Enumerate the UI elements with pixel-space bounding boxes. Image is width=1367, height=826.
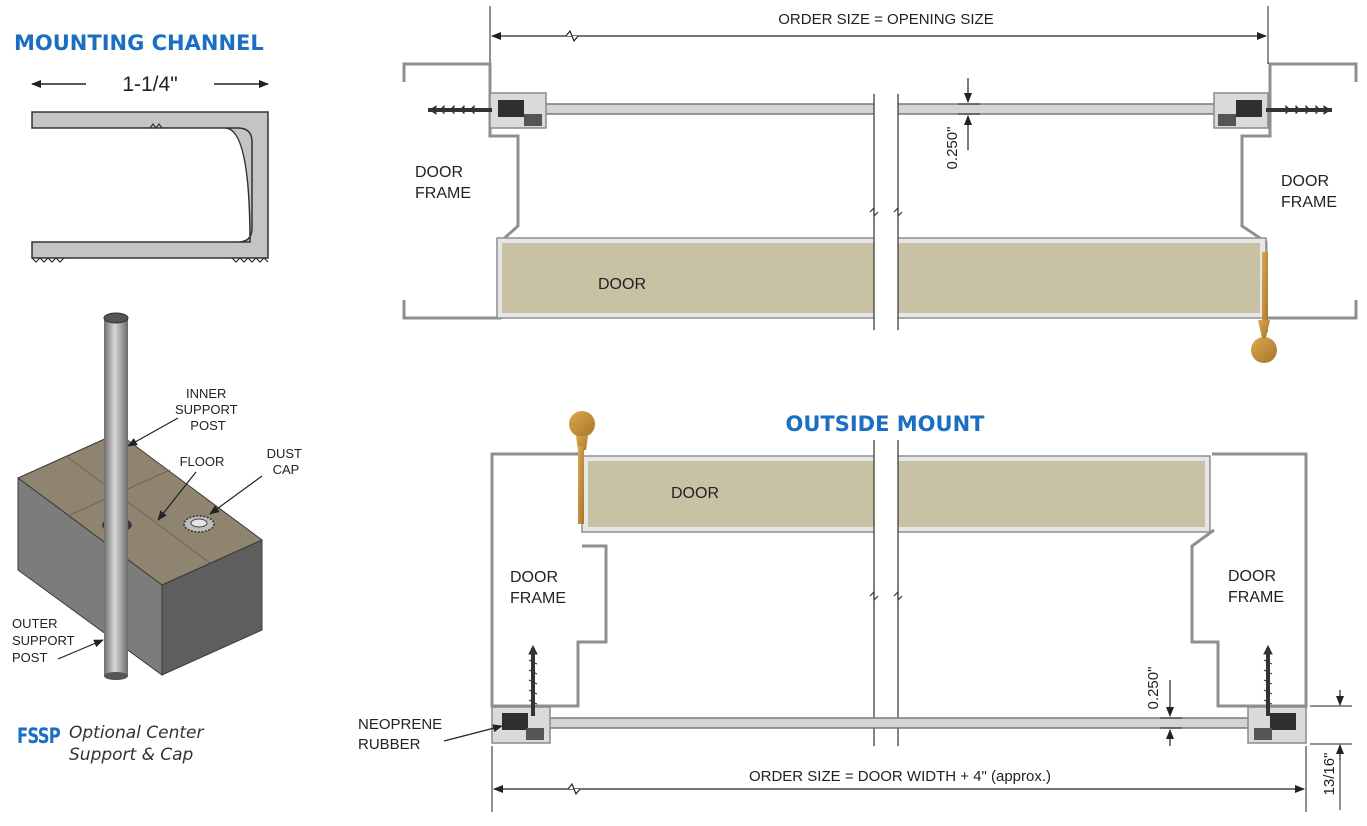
inside-right-frame-outline <box>1240 62 1358 320</box>
frame-label-line: FRAME <box>1281 194 1337 211</box>
outside-right-frame-label: DOOR FRAME <box>1228 568 1284 606</box>
outside-right-neoprene <box>1270 713 1296 730</box>
neoprene-leader <box>443 724 503 742</box>
inner-support-post <box>104 318 128 676</box>
inside-mount-diagram: ORDER SIZE = OPENING SIZE DOOR <box>402 6 1358 363</box>
outside-order-size-label: ORDER SIZE = DOOR WIDTH + 4" (approx.) <box>749 768 1051 785</box>
inside-right-frame-label: DOOR FRAME <box>1281 173 1337 211</box>
outside-left-frame-outline <box>490 452 608 708</box>
support-post-section: INNER SUPPORT POST FLOOR DUST CAP OUTER … <box>12 312 306 680</box>
outside-door-label: DOOR <box>671 485 719 502</box>
frame-label-line: DOOR <box>1281 173 1329 190</box>
outside-hinge-pin-icon <box>578 446 584 524</box>
outside-left-clip <box>526 728 544 740</box>
channel-serration-bottom <box>31 257 269 263</box>
mounting-channel-title: MOUNTING CHANNEL <box>14 31 264 55</box>
frame-label-line: FRAME <box>510 590 566 607</box>
outer-label-line: SUPPORT <box>12 633 75 648</box>
inside-hinge-pin-icon <box>1262 252 1268 332</box>
frame-label-line: DOOR <box>1228 568 1276 585</box>
inner-support-post-label: INNER SUPPORT POST <box>175 386 241 433</box>
outside-left-screw-icon <box>528 644 538 716</box>
fssp-caption-line: Support & Cap <box>69 745 194 765</box>
outside-left-frame-label: DOOR FRAME <box>510 569 566 607</box>
floor-leader <box>157 471 197 521</box>
outside-mount-diagram: OUTSIDE MOUNT DOOR <box>358 411 1352 812</box>
inside-left-frame-outline <box>402 62 520 320</box>
channel-serration-top <box>149 123 163 129</box>
fssp-caption-line: Optional Center <box>69 723 204 743</box>
dust-cap-leader <box>209 475 263 515</box>
outer-label-line: POST <box>12 650 47 665</box>
fssp-caption: FSSP Optional Center Support & Cap <box>17 722 247 772</box>
outside-hinge-knob-icon <box>569 411 595 437</box>
outside-threshold-bar <box>539 717 1261 729</box>
frame-label-line: DOOR <box>510 569 558 586</box>
inside-right-neoprene <box>1236 100 1262 117</box>
inside-left-neoprene <box>498 100 524 117</box>
outside-mount-title: OUTSIDE MOUNT <box>786 412 986 436</box>
fssp-code: FSSP <box>17 724 61 748</box>
inside-left-frame-label: DOOR FRAME <box>415 164 471 202</box>
outer-support-post-label: OUTER SUPPORT POST <box>12 616 78 665</box>
inside-left-clip <box>524 114 542 126</box>
neoprene-rubber-label: NEOPRENE RUBBER <box>358 716 446 753</box>
mounting-channel-profile <box>31 111 269 259</box>
inside-right-screw-icon <box>1266 104 1332 115</box>
dust-cap-label-line: DUST <box>267 446 302 461</box>
frame-label-line: FRAME <box>1228 589 1284 606</box>
outside-gap-label: 0.250" <box>1145 667 1162 710</box>
frame-label-line: FRAME <box>415 185 471 202</box>
channel-width-label: 1-1/4" <box>122 73 177 96</box>
inner-label-line: INNER <box>186 386 226 401</box>
break-mark <box>567 782 581 796</box>
inside-threshold-bar <box>521 103 1223 115</box>
outside-center-break <box>874 440 898 746</box>
neoprene-label-line: NEOPRENE <box>358 716 442 733</box>
dust-cap-label: DUST CAP <box>267 446 306 477</box>
post-top-opening <box>103 312 129 324</box>
neoprene-label-line: RUBBER <box>358 736 421 753</box>
fssp-caption-text: Optional Center Support & Cap <box>69 722 204 766</box>
dust-cap-label-line: CAP <box>273 462 300 477</box>
inner-label-line: SUPPORT <box>175 402 238 417</box>
height-label: 13/16" <box>1321 753 1338 796</box>
inside-gap-label: 0.250" <box>944 127 961 170</box>
floor-label: FLOOR <box>180 454 225 469</box>
inside-left-screw-icon <box>428 104 492 115</box>
inside-door-label: DOOR <box>598 276 646 293</box>
outer-label-line: OUTER <box>12 616 58 631</box>
outside-left-neoprene <box>502 713 528 730</box>
outer-post-leader <box>57 639 104 660</box>
inner-label-line: POST <box>190 418 225 433</box>
frame-label-line: DOOR <box>415 164 463 181</box>
inside-hinge-knob-icon <box>1251 337 1277 363</box>
post-bottom <box>104 672 128 680</box>
dust-cap-center <box>190 518 208 528</box>
mounting-channel-section: MOUNTING CHANNEL 1-1/4" <box>14 31 269 263</box>
tile-line-1 <box>65 455 211 564</box>
outside-right-frame-outline <box>1190 452 1308 708</box>
inside-right-clip <box>1218 114 1236 126</box>
outside-right-screw-icon <box>1263 644 1273 716</box>
outside-right-clip <box>1254 728 1272 740</box>
break-mark <box>565 29 579 43</box>
inside-order-size-label: ORDER SIZE = OPENING SIZE <box>778 11 993 28</box>
inner-post-leader <box>127 417 179 447</box>
